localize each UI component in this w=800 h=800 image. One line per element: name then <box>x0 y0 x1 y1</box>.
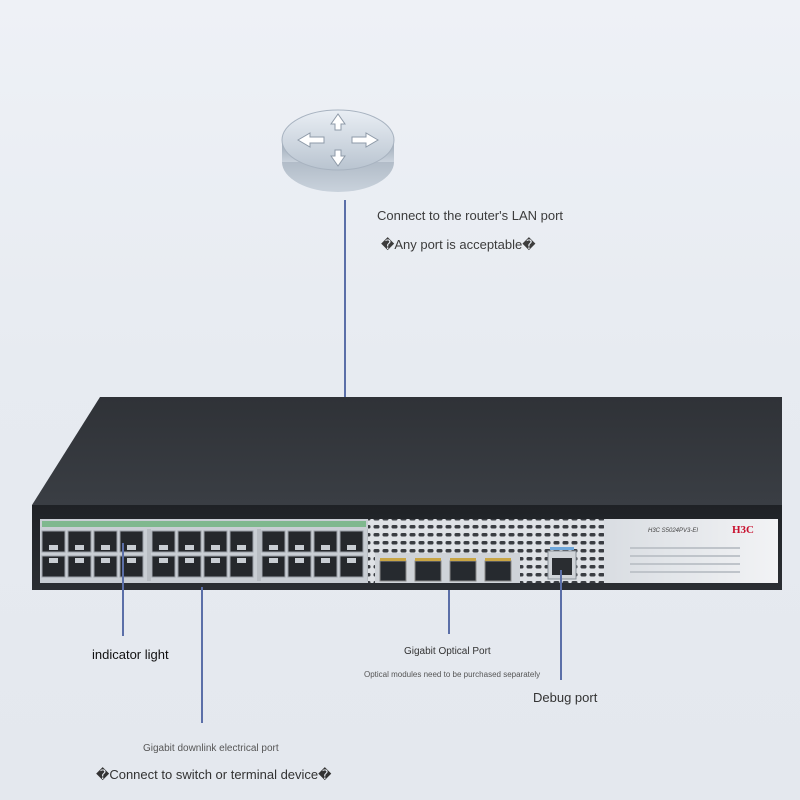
rj45-port-clip <box>101 545 110 550</box>
network-switch <box>30 395 782 590</box>
rj45-port-clip <box>159 545 168 550</box>
rj45-port <box>339 555 364 578</box>
rj45-port-clip <box>185 545 194 550</box>
port-group-divider <box>257 529 261 581</box>
rj45-port <box>229 555 254 578</box>
router-leader-line <box>344 200 346 532</box>
indicator-light-label: indicator light <box>92 647 169 662</box>
router-icon <box>278 100 398 200</box>
rj45-port-clip <box>321 558 330 563</box>
downlink-port-label: Gigabit downlink electrical port <box>143 743 279 754</box>
rj45-port <box>41 555 66 578</box>
rj45-port-clip <box>75 558 84 563</box>
rj45-port-clip <box>237 545 246 550</box>
rj45-port-clip <box>101 558 110 563</box>
rj45-port <box>151 555 176 578</box>
optical-port-note: Optical modules need to be purchased sep… <box>364 670 541 679</box>
rj45-port-clip <box>269 558 278 563</box>
rj45-port <box>119 530 144 553</box>
rj45-port <box>229 530 254 553</box>
debug-leader-line <box>560 570 562 680</box>
rj45-port <box>261 530 286 553</box>
rj45-port-clip <box>211 558 220 563</box>
rj45-port <box>261 555 286 578</box>
rj45-port <box>41 530 66 553</box>
router-port-label: Connect to the router's LAN port <box>377 208 564 223</box>
optical-port-label: Gigabit Optical Port <box>404 646 491 657</box>
rj45-port <box>93 530 118 553</box>
rj45-port <box>67 530 92 553</box>
downlink-leader-line <box>201 587 203 723</box>
device-model-text: H3C S5024PV3-EI <box>648 528 699 534</box>
rj45-port-clip <box>75 545 84 550</box>
rj45-port <box>177 530 202 553</box>
debug-port-label: Debug port <box>533 690 598 705</box>
rj45-port <box>203 555 228 578</box>
rj45-port-clip <box>237 558 246 563</box>
rj45-port-clip <box>321 545 330 550</box>
rj45-port <box>93 555 118 578</box>
rj45-port <box>177 555 202 578</box>
rj45-port <box>313 530 338 553</box>
rj45-port-clip <box>127 558 136 563</box>
port-group-divider <box>147 529 151 581</box>
optical-leader-line <box>448 590 450 634</box>
rj45-port-clip <box>347 558 356 563</box>
rj45-port <box>203 530 228 553</box>
rj45-port <box>313 555 338 578</box>
brand-logo: H3C <box>732 524 754 536</box>
rj45-port-clip <box>49 545 58 550</box>
rj45-port-clip <box>127 545 136 550</box>
rj45-port <box>287 530 312 553</box>
rj45-port <box>119 555 144 578</box>
rj45-port <box>287 555 312 578</box>
rj45-port-clip <box>295 558 304 563</box>
rj45-port-clip <box>185 558 194 563</box>
rj45-port-clip <box>295 545 304 550</box>
rj45-port-clip <box>347 545 356 550</box>
rj45-port-clip <box>211 545 220 550</box>
rj45-port-clip <box>49 558 58 563</box>
indicator-leader-line <box>122 543 124 636</box>
router-port-note: �Any port is acceptable� <box>381 237 536 252</box>
rj45-port <box>151 530 176 553</box>
rj45-port <box>339 530 364 553</box>
rj45-port-clip <box>269 545 278 550</box>
rj45-port-clip <box>159 558 168 563</box>
downlink-port-note: �Connect to switch or terminal device� <box>96 767 332 782</box>
rj45-port <box>67 555 92 578</box>
